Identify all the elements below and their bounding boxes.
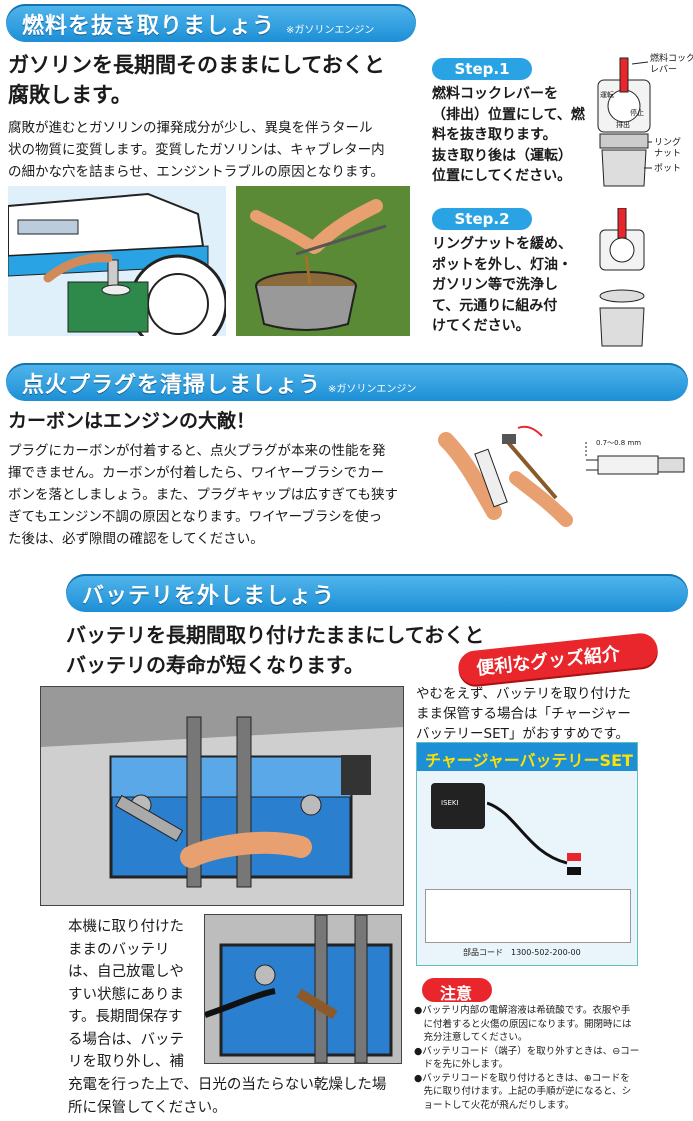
charger-unit: ISEKI [431, 783, 485, 829]
gap-label: 0.7〜0.8 mm [596, 439, 642, 447]
fuel-cock-diagram: 運転 停止 排出 [586, 50, 690, 190]
battery-wrench-illustration [204, 914, 402, 1064]
step1-text: 燃料コックレバーを （排出）位置にして、燃 料を抜き取ります。 抜き取り後は（運… [432, 86, 585, 184]
pot-removal-diagram [590, 208, 660, 348]
section-plug-title: 点火プラグを清掃しましょう [22, 373, 322, 398]
product-title-bar: チャージャーバッテリーSET [417, 743, 637, 771]
section-plug-note: ※ガソリンエンジン [328, 384, 417, 395]
section-battery-banner: バッテリを外しましょう [66, 574, 688, 612]
section-plug-banner: 点火プラグを清掃しましょう ※ガソリンエンジン [6, 363, 688, 401]
fuel-lead: ガソリンを長期間そのままにしておくと 腐敗します。 [8, 53, 385, 107]
label-cock: 燃料コック レバー [650, 54, 693, 75]
section-battery-title: バッテリを外しましょう [82, 584, 336, 609]
charger-product-image: チャージャーバッテリーSET ISEKI 部品コード 1300-502-200-… [416, 742, 638, 966]
battery-body: 本機に取り付けた ままのバッテリ は、自己放電しや すい状態にありま す。長期間… [68, 919, 184, 1070]
wiring-diagram [425, 889, 631, 943]
step1-label: Step.1 [432, 58, 532, 80]
section-fuel-note: ※ガソリンエンジン [286, 25, 375, 36]
label-run: 運転 [600, 91, 614, 99]
section-fuel-title: 燃料を抜き取りましょう [22, 14, 276, 39]
spark-plug-gap-diagram: 0.7〜0.8 mm [582, 434, 688, 494]
plug-body: プラグにカーボンが付着すると、点火プラグが本来の性能を発 揮できません。カーボン… [8, 443, 399, 547]
step2-label: Step.2 [432, 208, 532, 230]
section-fuel-banner: 燃料を抜き取りましょう ※ガソリンエンジン [6, 4, 416, 42]
label-pot: ポット [654, 164, 682, 174]
fuel-drain-illustration [236, 186, 410, 336]
label-ring: リング ナット [654, 138, 682, 159]
step2-text: リングナットを緩め、 ポットを外し、灯油・ ガソリン等で洗浄し て、元通りに組み… [432, 236, 572, 334]
caution-badge: 注意 [422, 978, 492, 1003]
tractor-fuel-illustration [8, 186, 226, 336]
battery-removal-illustration [40, 686, 404, 906]
plug-lead: カーボンはエンジンの大敵！ [8, 410, 256, 432]
caution-list: ●バッテリ内部の電解溶液は希硫酸です。衣服や手 に付着すると火傷の原因になります… [414, 1005, 640, 1111]
battery-lead: バッテリを長期間取り付けたままにしておくと バッテリの寿命が短くなります。 [66, 623, 485, 677]
goods-text: やむをえず、バッテリを取り付けた まま保管する場合は「チャージャー バッテリーS… [416, 686, 632, 742]
goods-badge: 便利なグッズ紹介 [456, 631, 660, 687]
battery-body-wide: 充電を行った上で、日光の当たらない乾燥した場 所に保管してください。 [68, 1077, 387, 1116]
fuel-body: 腐敗が進むとガソリンの揮発成分が少し、異臭を伴うタール 状の物質に変質します。変… [8, 120, 385, 180]
plug-cleaning-illustration [436, 420, 576, 540]
label-drain: 排出 [616, 121, 630, 129]
label-stop: 停止 [630, 109, 644, 117]
